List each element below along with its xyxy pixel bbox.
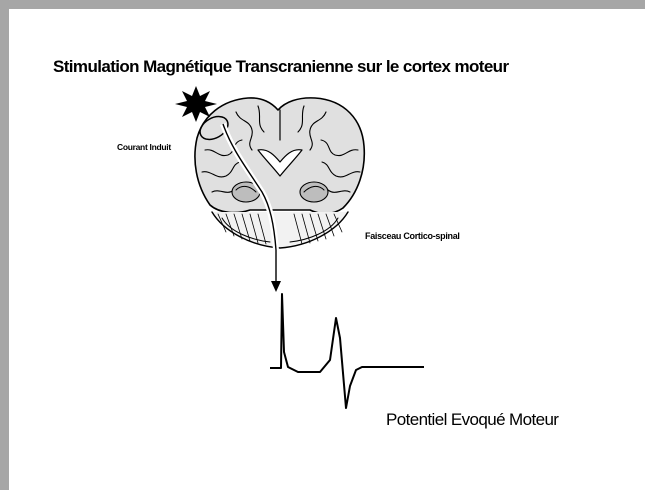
arrow-down-icon bbox=[271, 281, 281, 292]
brain-section bbox=[195, 98, 364, 248]
mep-waveform bbox=[270, 294, 424, 408]
